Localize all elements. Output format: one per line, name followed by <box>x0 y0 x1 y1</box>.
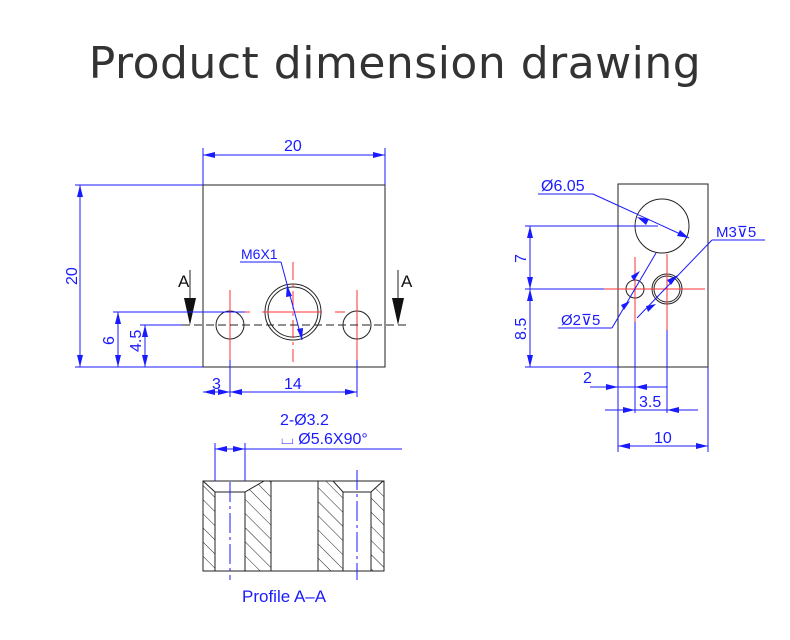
dim-2-label: 2 <box>583 370 592 387</box>
centerlines <box>228 262 358 362</box>
section-marker-left: A <box>178 272 190 291</box>
hole2-label: Ø2⊽5 <box>561 312 600 329</box>
side-outline <box>617 183 709 368</box>
side-view: Ø6.05 M3⊽5 Ø2⊽5 7 8.5 2 3.5 10 <box>513 178 765 452</box>
bore-label: Ø6.05 <box>541 178 585 195</box>
dim-7-label: 7 <box>513 254 530 263</box>
section-marker-right: A <box>401 272 413 291</box>
dim-8-5-label: 8.5 <box>513 318 530 340</box>
countersink-label: ⌴ Ø5.6X90° <box>281 431 368 448</box>
page-title: Product dimension drawing <box>88 38 702 89</box>
front-view: A A 20 20 6 4.5 3 14 M6X1 <box>64 138 413 397</box>
width-dim-label: 20 <box>284 138 302 155</box>
m3-label: M3⊽5 <box>716 224 756 241</box>
section-arrow-right <box>392 270 404 325</box>
dim-10-label: 10 <box>654 430 672 447</box>
dim-14-label: 14 <box>284 376 302 393</box>
hole-label: 2-Ø3.2 <box>280 412 329 429</box>
section-caption: Profile A–A <box>242 587 327 606</box>
thread-label: M6X1 <box>241 246 278 262</box>
height-dim-label: 20 <box>64 267 81 285</box>
dim-3-label: 3 <box>212 376 221 393</box>
dim-3-5-label: 3.5 <box>639 394 661 411</box>
section-view: 2-Ø3.2 ⌴ Ø5.6X90° Profile A–A <box>202 412 402 606</box>
dim-4-5-label: 4.5 <box>128 330 145 352</box>
dim-6-label: 6 <box>101 336 118 345</box>
front-outline <box>202 184 386 368</box>
